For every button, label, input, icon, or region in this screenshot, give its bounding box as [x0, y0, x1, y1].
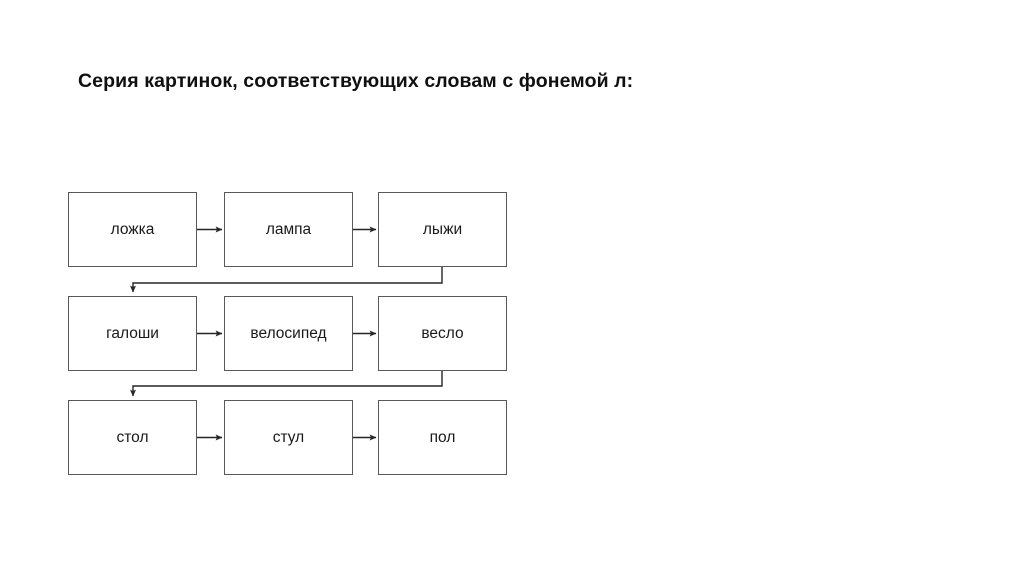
flow-node-label: лыжи [422, 220, 463, 238]
flow-node-pol[interactable]: пол [378, 400, 507, 475]
flow-node-veslo[interactable]: весло [378, 296, 507, 371]
flow-node-lampa[interactable]: лампа [224, 192, 353, 267]
flow-node-label: ложка [110, 220, 155, 238]
flow-node-velosiped[interactable]: велосипед [224, 296, 353, 371]
flow-node-label: галоши [106, 324, 159, 342]
flow-node-galoshi[interactable]: галоши [68, 296, 197, 371]
flow-node-lyzhi[interactable]: лыжи [378, 192, 507, 267]
connector-lyzhi-to-galoshi [130, 267, 443, 293]
flow-node-label: лампа [265, 220, 312, 238]
flow-node-stol[interactable]: стол [68, 400, 197, 475]
connector-veslo-to-stol [130, 371, 443, 397]
page-title: Серия картинок, соответствующих словам с… [78, 70, 634, 92]
flow-node-label: весло [421, 324, 464, 342]
flow-node-label: стул [272, 428, 305, 446]
flow-node-label: велосипед [250, 324, 327, 342]
flow-node-stul[interactable]: стул [224, 400, 353, 475]
flow-node-label: пол [429, 428, 456, 446]
flow-node-label: стол [116, 428, 149, 446]
flow-node-lozhka[interactable]: ложка [68, 192, 197, 267]
